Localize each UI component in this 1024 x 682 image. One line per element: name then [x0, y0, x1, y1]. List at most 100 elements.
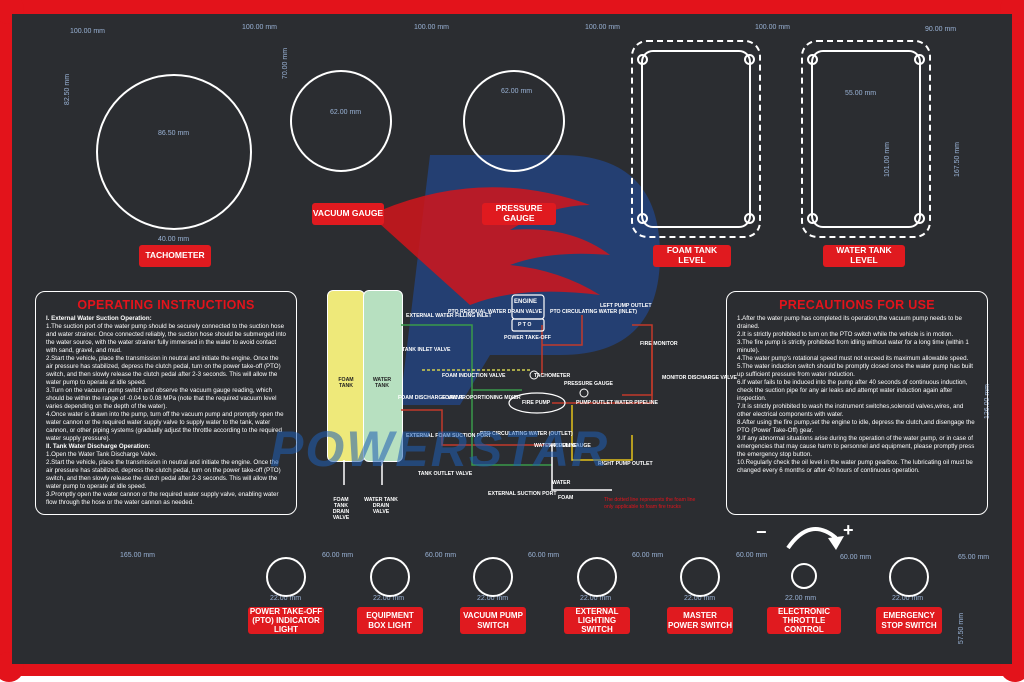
- switch-cutout[interactable]: [791, 563, 817, 589]
- switch-label: EMERGENCY STOP SWITCH: [876, 607, 942, 634]
- mount-hole: [744, 54, 755, 65]
- dim-text: 22.00 mm: [684, 595, 716, 602]
- foam-text: FOAM: [558, 495, 574, 501]
- dim-text: 22.00 mm: [580, 595, 612, 602]
- pump-outlet-pipeline-text: PUMP OUTLET WATER PIPELINE: [576, 400, 658, 406]
- switch-label: POWER TAKE-OFF (PTO) INDICATOR LIGHT: [248, 606, 324, 635]
- foam-discharge-text: FOAM DISCHARGE VALVE: [398, 395, 464, 401]
- tank-level-window: [641, 50, 751, 228]
- dim-text: 100.00 mm: [414, 24, 450, 31]
- dim-text: 40.00 mm: [158, 236, 190, 243]
- precaution-item: 5.The water induction switch should be p…: [737, 363, 973, 378]
- dim-text: 22.00 mm: [892, 595, 924, 602]
- pressure-gauge-cutout: [463, 70, 565, 172]
- pipe-lines: [343, 294, 653, 491]
- switch-cutout[interactable]: [577, 557, 617, 597]
- mount-hole: [744, 213, 755, 224]
- dim-text: 60.00 mm: [322, 552, 354, 559]
- water-pipeline-text: WATER PIPELINE: [534, 443, 578, 449]
- throttle-minus-icon: −: [756, 522, 767, 542]
- tachometer-gauge-cutout: [96, 74, 252, 230]
- dim-text: 100.00 mm: [585, 24, 621, 31]
- dim-text: 70.00 mm: [282, 47, 290, 80]
- instruction-text: 3.Promptly open the water cannon or the …: [46, 491, 279, 506]
- mount-hole: [807, 213, 818, 224]
- mount-hole: [914, 213, 925, 224]
- right-pump-outlet-text: RIGHT PUMP OUTLET: [598, 461, 653, 467]
- switch-cutout[interactable]: [370, 557, 410, 597]
- switch-cutout[interactable]: [266, 557, 306, 597]
- switch-label: ELECTRONIC THROTTLE CONTROL: [767, 607, 841, 634]
- pto-residual-text: PTO RESIDUAL WATER DRAIN VALVE: [448, 309, 543, 315]
- foam-line-note: The dotted line represents the foam line: [604, 497, 696, 503]
- dim-text: 82.50 mm: [64, 73, 72, 106]
- precaution-item: 6.If water fails to be induced into the …: [737, 379, 968, 402]
- water-text: WATER: [552, 480, 571, 486]
- vacuum-gauge-text: VACUUM GAUGE: [548, 443, 591, 449]
- foam-tank-level-cutout: [631, 40, 761, 238]
- dim-text: 22.00 mm: [270, 595, 302, 602]
- pto-text: P T O: [518, 322, 532, 328]
- switch-label: EQUIPMENT BOX LIGHT: [357, 607, 423, 634]
- dim-text: 100.00 mm: [755, 24, 791, 31]
- water-tank-shape: [363, 290, 403, 462]
- water-tank-level-cutout: [801, 40, 931, 238]
- dim-text: 90.00 mm: [925, 26, 957, 33]
- section-heading: I. External Water Suction Operation:: [46, 315, 152, 322]
- dim-text: 55.00 mm: [845, 90, 877, 97]
- monitor-discharge-text: MONITOR DISCHARGE VALVE: [662, 375, 737, 381]
- throttle-plus-icon: +: [843, 520, 854, 540]
- throttle-arrow-icon: [786, 527, 844, 550]
- power-takeoff-text: POWER TAKE-OFF: [504, 335, 551, 341]
- instruction-text: 2.Start the vehicle, place the transmiss…: [46, 459, 281, 490]
- foam-tank-shape: [327, 290, 365, 462]
- dim-text: 60.00 mm: [425, 552, 457, 559]
- dim-text: 100.00 mm: [242, 24, 278, 31]
- piping-schematic: FOAM TANK WATER TANK ENGINE P T O POWER …: [322, 285, 737, 521]
- instruction-text: 1.The suction port of the water pump sho…: [46, 323, 286, 354]
- tank-inlet-valve-text: TANK INLET VALVE: [402, 347, 451, 353]
- precaution-item: 8.After using the fire pump,set the engi…: [737, 419, 975, 434]
- switch-label: MASTER POWER SWITCH: [667, 607, 733, 634]
- ext-foam-suction-text: EXTERNAL FOAM SUCTION PORT: [406, 433, 492, 439]
- pto-circ-inlet-text: PTO CIRCULATING WATER (INLET): [550, 309, 638, 315]
- tank-level-window: [811, 50, 921, 228]
- fire-pump-text: FIRE PUMP: [522, 400, 551, 406]
- precaution-item: 4.The water pump's rotational speed must…: [737, 355, 969, 362]
- dim-text: 60.00 mm: [840, 554, 872, 561]
- dim-text: 60.00 mm: [632, 552, 664, 559]
- water-tank-text: WATER TANK: [372, 377, 392, 389]
- foam-induction-text: FOAM INDUCTION VALVE: [442, 373, 506, 379]
- tachometer-label: TACHOMETER: [139, 245, 211, 267]
- instruction-text: 2.Start the vehicle, place the transmiss…: [46, 355, 281, 386]
- foam-line-note: only applicable to foam fire trucks: [604, 504, 681, 510]
- dim-text: 60.00 mm: [736, 552, 768, 559]
- mount-hole: [637, 213, 648, 224]
- switch-cutout[interactable]: [889, 557, 929, 597]
- operating-instructions-panel: OPERATING INSTRUCTIONS I. External Water…: [35, 291, 297, 515]
- mount-hole: [637, 54, 648, 65]
- water-drain-text: WATER TANK DRAIN VALVE: [364, 497, 398, 515]
- water-tank-level-label: WATER TANK LEVEL: [823, 245, 905, 267]
- dim-text: 167.50 mm: [954, 141, 962, 178]
- watermark-text: POWERSTAR: [270, 421, 610, 477]
- precaution-item: 9.If any abnormal situations arise durin…: [737, 435, 975, 458]
- mount-hole: [914, 54, 925, 65]
- engine-text: ENGINE: [514, 299, 538, 305]
- fire-monitor-text: FIRE MONITOR: [640, 341, 678, 347]
- precaution-item: 3.The fire pump is strictly prohibited f…: [737, 339, 969, 354]
- tachometer-text: TACHOMETER: [534, 373, 571, 379]
- vacuum-gauge-cutout: [290, 70, 392, 172]
- switch-cutout[interactable]: [680, 557, 720, 597]
- foam-tank-text: FOAM TANK: [338, 377, 354, 389]
- precautions-title: PRECAUTIONS FOR USE: [779, 298, 935, 312]
- tank-outlet-valve-text: TANK OUTLET VALVE: [418, 471, 473, 477]
- precaution-item: 1.After the water pump has completed its…: [737, 315, 962, 330]
- pto-circ-outlet-text: PTO CIRCULATING WATER (OUTLET): [480, 431, 573, 437]
- dim-text: 65.00 mm: [958, 554, 990, 561]
- dim-text: 22.00 mm: [477, 595, 509, 602]
- left-pump-outlet-text: LEFT PUMP OUTLET: [600, 303, 652, 309]
- switch-cutout[interactable]: [473, 557, 513, 597]
- vacuum-gauge-label: VACUUM GAUGE: [312, 203, 384, 225]
- foam-tank-level-label: FOAM TANK LEVEL: [653, 245, 731, 267]
